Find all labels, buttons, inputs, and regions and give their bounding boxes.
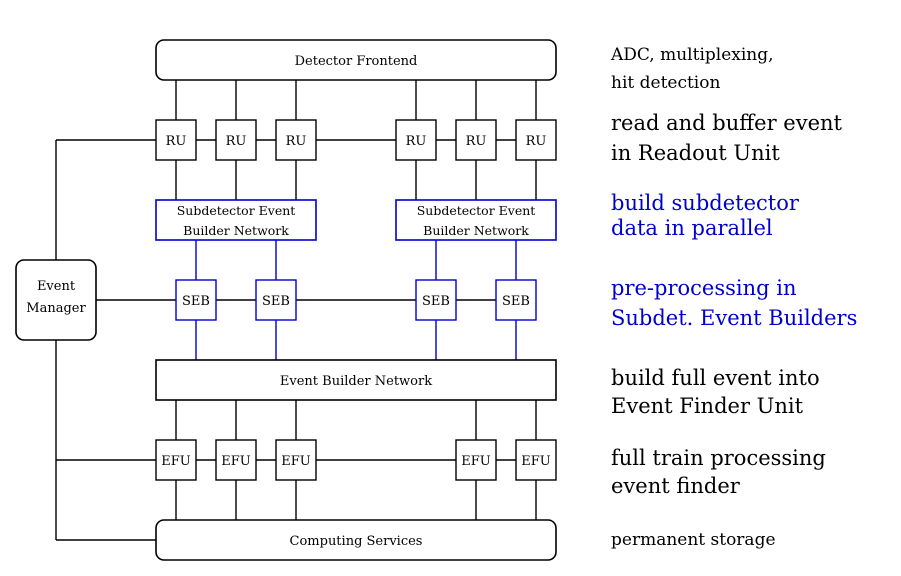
ru-box: RU [275,119,317,161]
seb-label: SEB [262,294,290,309]
subdet-network-line1: Subdetector Event [177,203,296,218]
efu-box: EFU [455,439,497,481]
note-fullevent-line1: build full event into [611,366,820,390]
subdetector-network-box-right: Subdetector Event Builder Network [395,199,557,241]
efu-label: EFU [221,454,251,469]
note-train-line2: event finder [611,474,741,498]
note-train-line1: full train processing [611,446,826,470]
ru-label: RU [406,134,427,149]
ru-label: RU [526,134,547,149]
efu-label: EFU [521,454,551,469]
note-preproc-line1: pre-processing in [611,276,796,300]
note-readout-line1: read and buffer event [611,111,843,135]
efu-box: EFU [275,439,317,481]
ru-box: RU [395,119,437,161]
seb-label: SEB [502,294,530,309]
note-storage: permanent storage [611,530,776,550]
seb-box: SEB [255,279,297,321]
detector-frontend-box: Detector Frontend [155,39,557,81]
efu-box: EFU [515,439,557,481]
ru-label: RU [226,134,247,149]
ru-box: RU [515,119,557,161]
efu-label: EFU [161,454,191,469]
seb-box: SEB [175,279,217,321]
note-subdet-line2: data in parallel [611,216,773,240]
ru-box: RU [455,119,497,161]
ru-label: RU [166,134,187,149]
event-manager-line1: Event [37,279,76,294]
note-readout-line2: in Readout Unit [611,141,780,165]
ru-box: RU [155,119,197,161]
subdet-network-line1: Subdetector Event [417,203,536,218]
computing-services-label: Computing Services [290,534,423,549]
blue-connectors [195,240,517,360]
event-manager-line2: Manager [26,301,86,316]
detector-frontend-label: Detector Frontend [295,54,418,69]
seb-label: SEB [422,294,450,309]
note-fullevent-line2: Event Finder Unit [611,394,804,418]
subdetector-network-box-left: Subdetector Event Builder Network [155,199,317,241]
note-subdet-line1: build subdetector [611,191,800,215]
note-frontend-line1: ADC, multiplexing, [610,45,774,65]
event-manager-box: Event Manager [15,259,97,341]
efu-box: EFU [155,439,197,481]
computing-services-box: Computing Services [155,519,557,561]
seb-box: SEB [495,279,537,321]
ru-label: RU [286,134,307,149]
ru-box: RU [215,119,257,161]
ru-label: RU [466,134,487,149]
note-preproc-line2: Subdet. Event Builders [611,306,857,330]
event-builder-network-label: Event Builder Network [280,374,432,389]
subdet-network-line2: Builder Network [423,223,529,238]
event-builder-network-box: Event Builder Network [155,359,557,401]
seb-label: SEB [182,294,210,309]
note-frontend-line2: hit detection [611,73,720,93]
subdet-network-line2: Builder Network [183,223,289,238]
notes: ADC, multiplexing, hit detection read an… [610,45,857,550]
connectors [55,80,537,541]
efu-label: EFU [281,454,311,469]
seb-box: SEB [415,279,457,321]
efu-box: EFU [215,439,257,481]
efu-label: EFU [461,454,491,469]
